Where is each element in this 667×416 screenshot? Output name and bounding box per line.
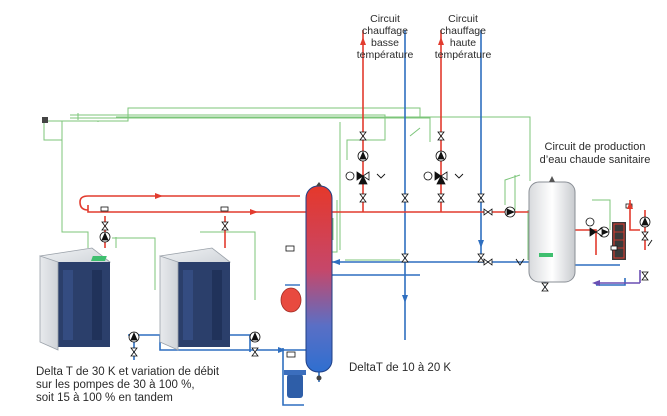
plate-heat-exchanger <box>612 222 626 260</box>
label-line: Delta T de 30 K et variation de débit <box>36 366 220 378</box>
return-pipes <box>128 30 626 406</box>
label-circuit-high-temp: Circuit chauffage haute température <box>422 13 504 61</box>
expansion-vessel-icon <box>280 284 302 313</box>
boiler-2 <box>91 247 231 351</box>
sludge-separator <box>284 370 306 398</box>
label-line: haute <box>449 37 477 49</box>
label-line: basse <box>370 37 400 49</box>
label-separator-note: DeltaT de 10 à 20 K <box>349 362 452 374</box>
label-line: Circuit <box>448 13 478 25</box>
actuator-icon <box>345 171 595 227</box>
check-valve-icon <box>376 173 653 266</box>
label-line: température <box>434 49 492 61</box>
label-line: soit 15 à 100 % en tandem <box>36 392 173 404</box>
label-line: chauffage <box>362 25 408 37</box>
label-circuit-low-temp: Circuit chauffage basse température <box>344 13 426 61</box>
label-line: Circuit de production <box>544 141 646 153</box>
flow-arrow-icon <box>155 37 633 353</box>
label-line: température <box>356 49 414 61</box>
label-dhw-circuit: Circuit de production d’eau chaude sanit… <box>525 141 665 167</box>
dhw-storage-tank <box>528 176 576 283</box>
boiler-1 <box>39 247 111 351</box>
dhw-cold-pipes <box>595 270 641 284</box>
three-way-valve-icon <box>356 171 603 237</box>
label-line: Circuit <box>370 13 400 25</box>
valve-icon <box>101 131 649 357</box>
label-line: d’eau chaude sanitaire <box>539 154 651 166</box>
control-wiring <box>43 107 611 300</box>
hydraulic-separator <box>305 182 333 373</box>
sensor-icon <box>42 117 322 381</box>
label-line: sur les pompes de 30 à 100 %, <box>36 379 195 391</box>
label-line: chauffage <box>440 25 486 37</box>
label-boiler-note: Delta T de 30 K et variation de débit su… <box>36 366 219 405</box>
